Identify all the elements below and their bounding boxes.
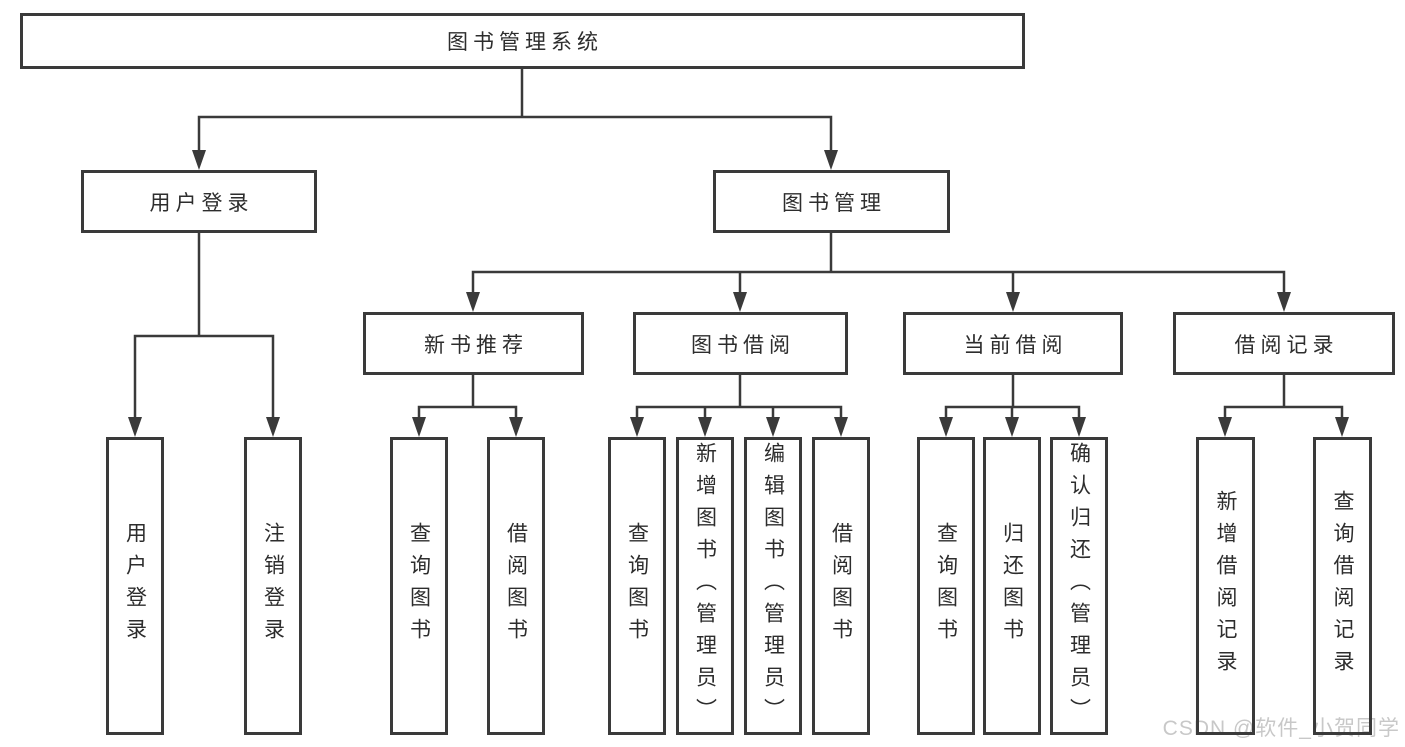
node-borrowing-records-label: 借阅记录 [1234, 333, 1339, 357]
elbow-connectors [133, 69, 1344, 420]
node-current-borrowing-label: 当前借阅 [963, 333, 1068, 357]
leaf-edit-books-admin-label: 编辑图书（管理员） [761, 442, 785, 730]
leaf-add-books-admin-label: 新增图书（管理员） [693, 442, 717, 730]
leaf-query-books-current-label: 查询图书 [934, 522, 958, 650]
node-book-management: 图书管理 [713, 170, 950, 233]
leaf-confirm-return-admin-label: 确认归还（管理员） [1067, 442, 1091, 730]
leaf-borrow-books-recommendation-label: 借阅图书 [504, 522, 528, 650]
arrowhead-icons [128, 150, 1349, 437]
leaf-add-books-admin: 新增图书（管理员） [676, 437, 734, 735]
leaf-query-books-current: 查询图书 [917, 437, 975, 735]
leaf-query-books-recommendation: 查询图书 [390, 437, 448, 735]
node-book-borrowing: 图书借阅 [633, 312, 848, 375]
leaf-confirm-return-admin: 确认归还（管理员） [1050, 437, 1108, 735]
leaf-borrow-books: 借阅图书 [812, 437, 870, 735]
node-root-label: 图书管理系统 [447, 31, 603, 54]
leaf-logout-label: 注销登录 [261, 522, 285, 650]
node-user-login-label: 用户登录 [149, 191, 254, 215]
leaf-borrow-books-label: 借阅图书 [829, 522, 853, 650]
node-root: 图书管理系统 [20, 13, 1025, 69]
leaf-query-books-recommendation-label: 查询图书 [407, 522, 431, 650]
node-new-book-recommendation-label: 新书推荐 [424, 333, 528, 357]
leaf-borrow-books-recommendation: 借阅图书 [487, 437, 545, 735]
leaf-query-borrow-record-label: 查询借阅记录 [1331, 490, 1354, 682]
leaf-query-books-borrowing: 查询图书 [608, 437, 666, 735]
leaf-return-books: 归还图书 [983, 437, 1041, 735]
node-book-borrowing-label: 图书借阅 [691, 333, 795, 357]
leaf-user-login: 用户登录 [106, 437, 164, 735]
csdn-watermark: CSDN @软件_小贺同学 [1162, 717, 1400, 740]
node-new-book-recommendation: 新书推荐 [363, 312, 584, 375]
leaf-return-books-label: 归还图书 [1000, 522, 1024, 650]
leaf-edit-books-admin: 编辑图书（管理员） [744, 437, 802, 735]
leaf-query-borrow-record: 查询借阅记录 [1313, 437, 1372, 735]
leaf-query-books-borrowing-label: 查询图书 [625, 522, 649, 650]
node-current-borrowing: 当前借阅 [903, 312, 1123, 375]
leaf-add-borrow-record: 新增借阅记录 [1196, 437, 1255, 735]
node-borrowing-records: 借阅记录 [1173, 312, 1395, 375]
leaf-add-borrow-record-label: 新增借阅记录 [1214, 490, 1237, 682]
leaf-logout: 注销登录 [244, 437, 302, 735]
leaf-user-login-label: 用户登录 [123, 522, 147, 650]
node-book-management-label: 图书管理 [782, 191, 886, 215]
node-user-login: 用户登录 [81, 170, 317, 233]
